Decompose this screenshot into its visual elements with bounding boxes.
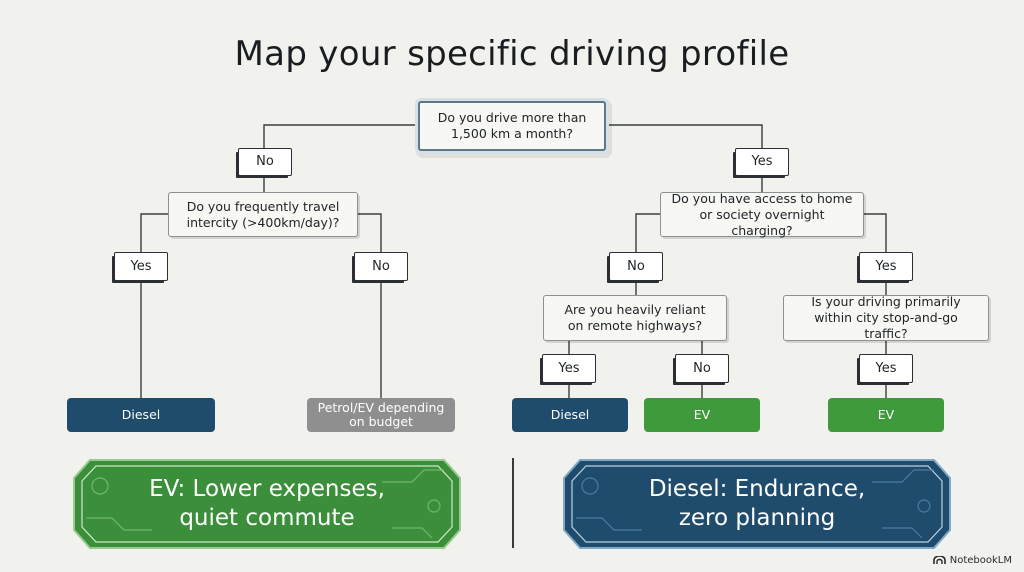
brand-watermark: NotebookLM <box>932 555 1012 566</box>
result-diesel-highways: Diesel <box>512 398 628 432</box>
question-home-charging: Do you have access to home or society ov… <box>660 191 864 238</box>
banner-diesel-summary: Diesel: Endurance, zero planning <box>562 458 952 550</box>
question-intercity-travel: Do you frequently travel intercity (>400… <box>168 192 358 237</box>
question-city-traffic: Is your driving primarily within city st… <box>783 294 989 341</box>
result-ev-city: EV <box>828 398 944 432</box>
brand-label: NotebookLM <box>949 555 1012 566</box>
banner-diesel-frame <box>563 459 951 549</box>
result-ev-no-highways: EV <box>644 398 760 432</box>
answer-tag-charging-yes: Yes <box>859 252 913 281</box>
notebooklm-logo-icon <box>932 556 946 564</box>
answer-tag-charging-no: No <box>609 252 663 281</box>
answer-tag-root-no: No <box>238 148 292 176</box>
answer-tag-highways-yes: Yes <box>542 354 596 383</box>
result-diesel-intercity: Diesel <box>67 398 215 432</box>
banner-ev-frame <box>73 459 461 549</box>
question-remote-highways: Are you heavily reliant on remote highwa… <box>543 295 727 341</box>
banner-ev-summary: EV: Lower expenses, quiet commute <box>72 458 462 550</box>
answer-tag-city-yes: Yes <box>859 354 913 383</box>
question-monthly-distance: Do you drive more than 1,500 km a month? <box>418 101 606 151</box>
banner-divider <box>512 458 514 548</box>
page-title: Map your specific driving profile <box>234 34 790 74</box>
result-petrol-ev-budget: Petrol/EV depending on budget <box>307 398 455 432</box>
answer-tag-intercity-yes: Yes <box>114 252 168 281</box>
answer-tag-intercity-no: No <box>354 252 408 281</box>
answer-tag-highways-no: No <box>675 354 729 383</box>
answer-tag-root-yes: Yes <box>735 148 789 176</box>
